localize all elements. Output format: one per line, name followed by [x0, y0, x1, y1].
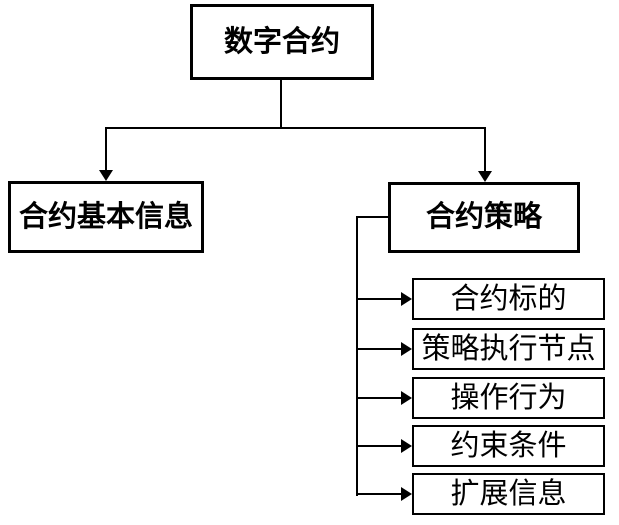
arrowhead-right-3 [401, 439, 412, 453]
connector-top-rail [105, 127, 486, 129]
connector-branch-4 [356, 493, 402, 495]
connector-branch-3 [356, 445, 402, 447]
node-contract-strategy: 合约策略 [388, 182, 580, 253]
connector-drop-strategy [484, 127, 486, 171]
arrowhead-right-2 [401, 391, 412, 405]
connector-branch-1 [356, 348, 402, 350]
arrowhead-right-1 [401, 342, 412, 356]
node-operation-behavior: 操作行为 [412, 377, 605, 419]
connector-branch-2 [356, 397, 402, 399]
arrowhead-right-0 [401, 292, 412, 306]
arrowhead-down-basic [99, 170, 113, 181]
node-contract-subject: 合约标的 [412, 278, 605, 320]
node-contract-basic-info: 合约基本信息 [8, 181, 204, 253]
connector-strategy-stub [356, 216, 388, 218]
connector-strategy-bus [356, 216, 358, 496]
connector-branch-0 [356, 298, 402, 300]
node-constraint-condition: 约束条件 [412, 425, 605, 467]
arrowhead-right-4 [401, 487, 412, 501]
connector-drop-basic [105, 127, 107, 170]
node-strategy-execution-node: 策略执行节点 [412, 328, 605, 370]
node-digital-contract: 数字合约 [190, 4, 374, 80]
connector-root-stem [280, 80, 282, 128]
arrowhead-down-strategy [478, 171, 492, 182]
node-extended-info: 扩展信息 [412, 473, 605, 515]
